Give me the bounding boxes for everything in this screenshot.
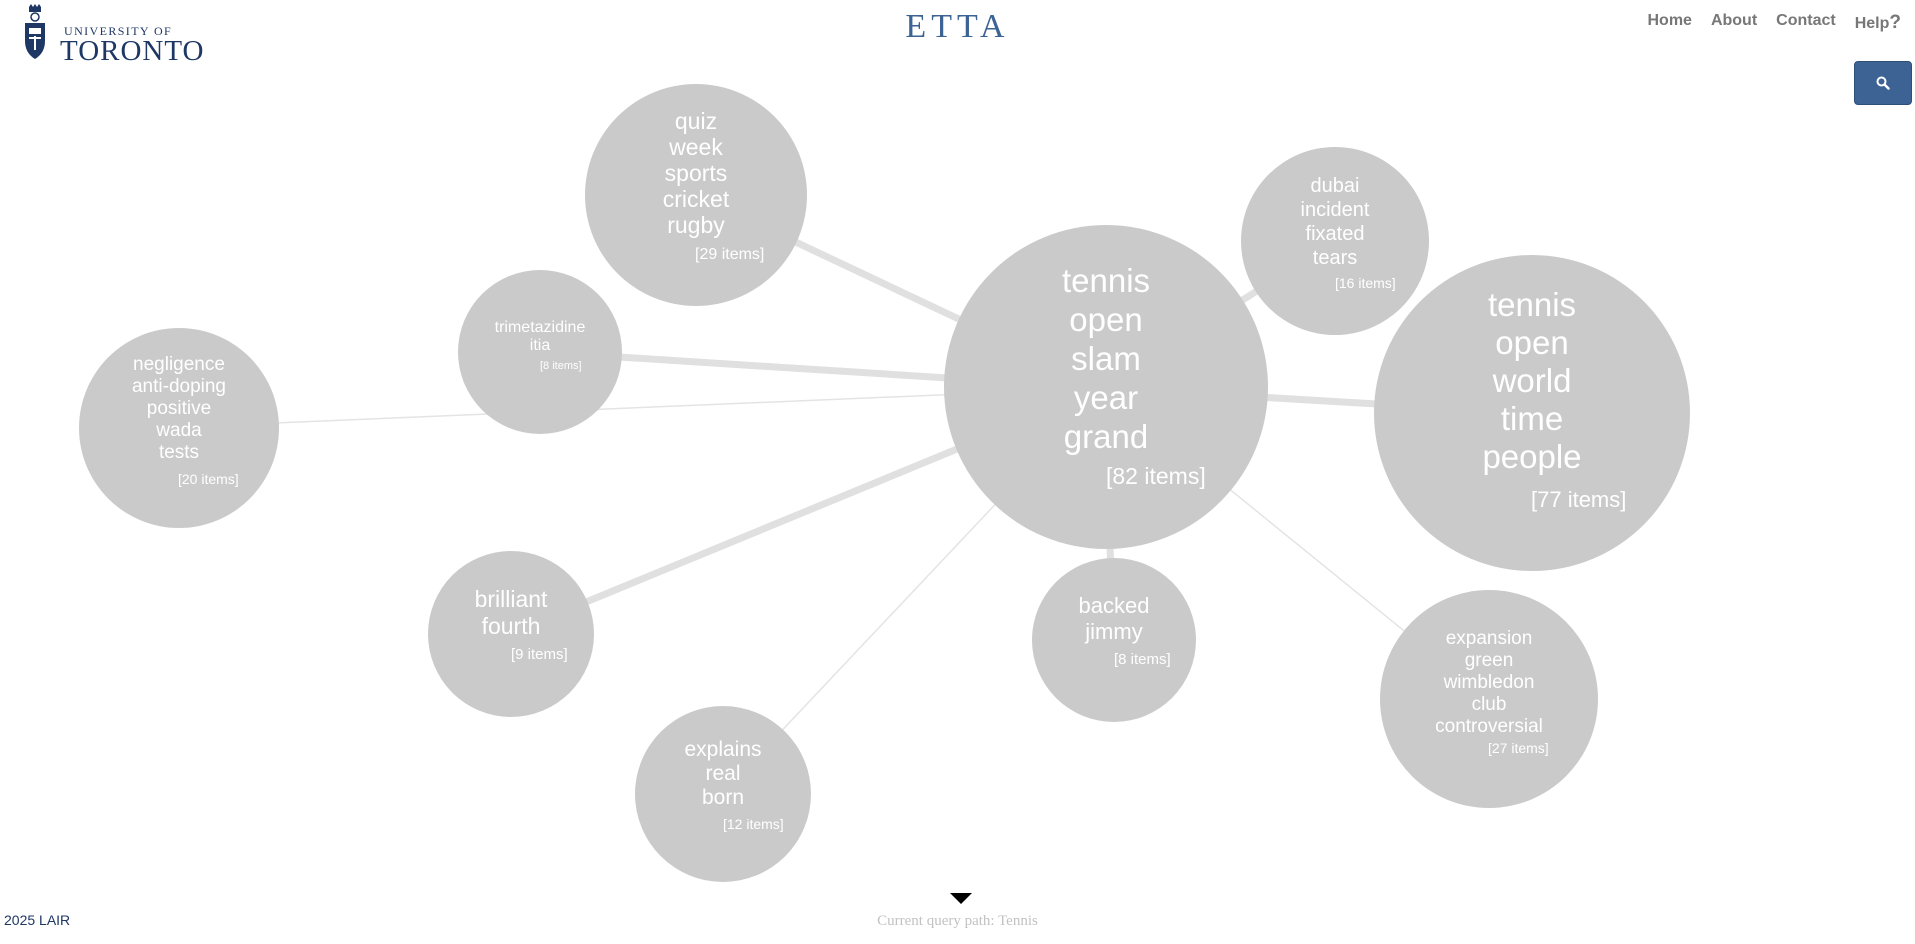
cluster-word: controversial (1435, 716, 1543, 737)
cluster-word: people (1482, 438, 1582, 475)
cluster-count: [77 items] (1531, 487, 1627, 512)
crest-icon (25, 4, 45, 59)
cluster-word: wimbledon (1443, 672, 1535, 693)
logo-line-university: UNIVERSITY OF (64, 24, 173, 38)
cluster-word: born (701, 786, 745, 809)
search-button[interactable] (1854, 61, 1912, 105)
cluster-bubble-explains[interactable]: explains real born [12 items] (635, 706, 811, 882)
nav-home[interactable]: Home (1647, 12, 1692, 29)
cluster-count: [16 items] (1335, 275, 1396, 291)
cluster-bubble-center[interactable]: tennis open slam year grand [82 items] (944, 225, 1268, 549)
cluster-count: [20 items] (178, 471, 239, 487)
cluster-bubble-brilliant[interactable]: brilliant fourth [9 items] (428, 551, 594, 717)
university-logo[interactable]: UNIVERSITY OF TORONTO (20, 4, 204, 66)
nav-help[interactable]: Help? (1855, 12, 1901, 34)
cluster-word: club (1471, 694, 1507, 715)
cluster-word: brilliant (474, 586, 548, 612)
cluster-word: tears (1312, 247, 1358, 269)
cluster-count: [27 items] (1488, 740, 1549, 756)
cluster-bubble-negligence[interactable]: negligence anti-doping positive wada tes… (79, 328, 279, 528)
query-path: Current query path: Tennis (877, 913, 1038, 929)
help-question-icon: ? (1889, 12, 1901, 33)
brand-title[interactable]: ETTA (905, 8, 1010, 45)
caret-down-icon[interactable] (950, 893, 972, 904)
cluster-word: year (1073, 379, 1139, 416)
cluster-word: sports (664, 160, 728, 186)
top-nav: Home About Contact Help? (1648, 12, 1902, 34)
cluster-bubble-trimetazidine[interactable]: trimetazidine itia [8 items] (458, 270, 622, 434)
cluster-word: wada (156, 420, 202, 441)
cluster-word: positive (146, 398, 212, 419)
cluster-bubble-tennis-world[interactable]: tennis open world time people [77 items] (1374, 255, 1690, 571)
cluster-count: [82 items] (1106, 463, 1206, 489)
cluster-word: backed (1078, 593, 1150, 618)
cluster-word: expansion (1445, 628, 1533, 649)
logo-line-toronto: TORONTO (60, 35, 205, 67)
cluster-word: incident (1300, 199, 1370, 221)
cluster-word: week (669, 134, 723, 160)
cluster-word: cricket (662, 186, 730, 212)
cluster-bubble-dubai[interactable]: dubai incident fixated tears [16 items] (1241, 147, 1429, 335)
copyright: 2025 LAIR (4, 912, 71, 928)
cluster-word: fourth (481, 613, 541, 639)
cluster-count: [12 items] (723, 816, 784, 832)
cluster-word: explains (684, 738, 762, 761)
nav-about[interactable]: About (1710, 12, 1758, 29)
cluster-word: negligence (133, 354, 225, 375)
cluster-word: open (1495, 324, 1569, 361)
cluster-bubble-expansion[interactable]: expansion green wimbledon club controver… (1380, 590, 1598, 808)
cluster-word: anti-doping (131, 376, 227, 397)
cluster-word: quiz (674, 108, 718, 134)
cluster-bubble-backed[interactable]: backed jimmy [8 items] (1032, 558, 1196, 722)
cluster-word: tennis (1061, 262, 1151, 299)
cluster-bubble-quiz[interactable]: quiz week sports cricket rugby [29 items… (585, 84, 807, 306)
cluster-count: [8 items] (1114, 651, 1171, 668)
search-icon (1876, 76, 1890, 90)
cluster-word: green (1464, 650, 1514, 671)
cluster-word: slam (1071, 340, 1141, 377)
cluster-word: jimmy (1085, 619, 1143, 644)
cluster-word: time (1500, 400, 1564, 437)
cluster-word: itia (529, 337, 551, 354)
cluster-word: fixated (1305, 223, 1365, 245)
cluster-word: tennis (1487, 286, 1577, 323)
cluster-count: [29 items] (695, 246, 765, 263)
cluster-word: grand (1063, 418, 1149, 455)
cluster-word: tests (158, 442, 200, 463)
nav-contact[interactable]: Contact (1776, 12, 1836, 29)
cluster-word: trimetazidine (494, 319, 586, 336)
cluster-word: dubai (1310, 175, 1360, 197)
cluster-word: rugby (667, 212, 725, 238)
cluster-count: [9 items] (511, 646, 568, 663)
cluster-word: real (705, 762, 741, 785)
cluster-word: open (1069, 301, 1143, 338)
cluster-count: [8 items] (540, 360, 582, 372)
cluster-word: world (1492, 362, 1572, 399)
nav-help-label: Help (1854, 15, 1890, 32)
